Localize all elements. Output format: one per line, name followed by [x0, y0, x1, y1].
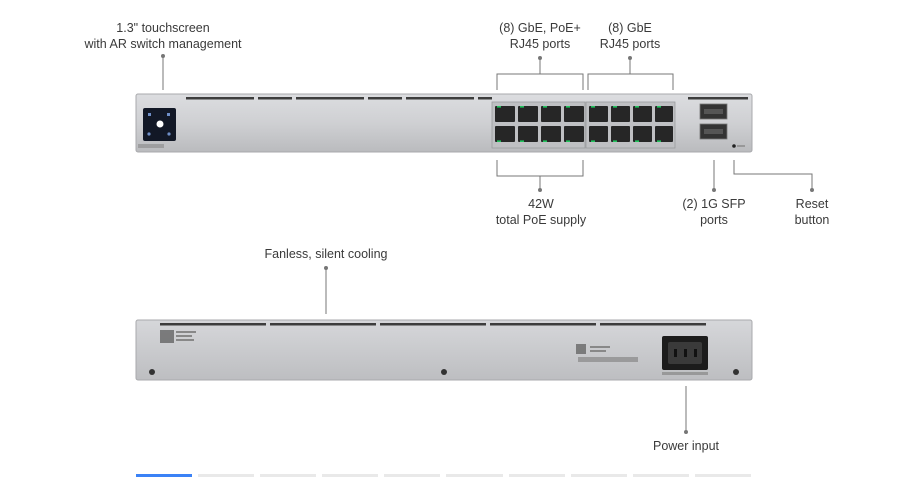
thumbnail[interactable]	[198, 474, 255, 477]
poe-supply-callout-line2: total PoE supply	[495, 213, 587, 227]
reset-button	[732, 144, 736, 148]
poe-supply-callout: 42W total PoE supply	[486, 196, 596, 228]
thumbnail[interactable]	[136, 474, 193, 477]
thumbnail[interactable]	[694, 474, 751, 477]
thumbnail[interactable]	[508, 474, 565, 477]
touchscreen-callout-line1: 1.3" touchscreen	[116, 21, 210, 35]
poe-ports-callout: (8) GbE, PoE+ RJ45 ports	[490, 20, 590, 52]
cooling-callout: Fanless, silent cooling	[246, 246, 406, 262]
reset-callout-line2: button	[794, 213, 830, 227]
power-callout-line1: Power input	[652, 439, 719, 453]
gbe-ports-callout-line1: (8) GbE	[608, 21, 652, 35]
sfp-ports-callout-line2: ports	[700, 213, 728, 227]
power-callout: Power input	[636, 438, 736, 454]
rear-panel	[135, 319, 753, 381]
usw-logo	[138, 144, 164, 148]
thumbnail[interactable]	[446, 474, 503, 477]
leader-lines-rear	[324, 266, 688, 434]
thumbnail[interactable]	[570, 474, 627, 477]
sfp-ports	[699, 103, 728, 140]
sfp-ports-callout: (2) 1G SFP ports	[672, 196, 756, 228]
poe-supply-callout-line1: 42W	[528, 197, 554, 211]
thumbnail[interactable]	[384, 474, 441, 477]
power-inlet	[662, 336, 708, 375]
poe-ports-callout-line2: RJ45 ports	[509, 37, 571, 51]
reset-callout-line1: Reset	[795, 197, 829, 211]
poe-port-block	[491, 101, 586, 149]
touchscreen	[143, 108, 176, 141]
thumbnail[interactable]	[632, 474, 689, 477]
sfp-ports-callout-line1: (2) 1G SFP	[682, 197, 746, 211]
leader-lines-front	[161, 54, 814, 192]
touchscreen-callout: 1.3" touchscreen with AR switch manageme…	[80, 20, 246, 52]
front-panel	[135, 93, 753, 153]
gbe-ports-callout: (8) GbE RJ45 ports	[590, 20, 670, 52]
reset-callout: Reset button	[782, 196, 842, 228]
thumbnail[interactable]	[322, 474, 379, 477]
gbe-port-block	[585, 101, 676, 149]
cooling-callout-line1: Fanless, silent cooling	[264, 247, 388, 261]
thumbnail[interactable]	[260, 474, 317, 477]
gbe-ports-callout-line2: RJ45 ports	[599, 37, 661, 51]
poe-ports-callout-line1: (8) GbE, PoE+	[499, 21, 581, 35]
thumbnail-strip	[136, 474, 751, 477]
touchscreen-callout-line2: with AR switch management	[84, 37, 242, 51]
